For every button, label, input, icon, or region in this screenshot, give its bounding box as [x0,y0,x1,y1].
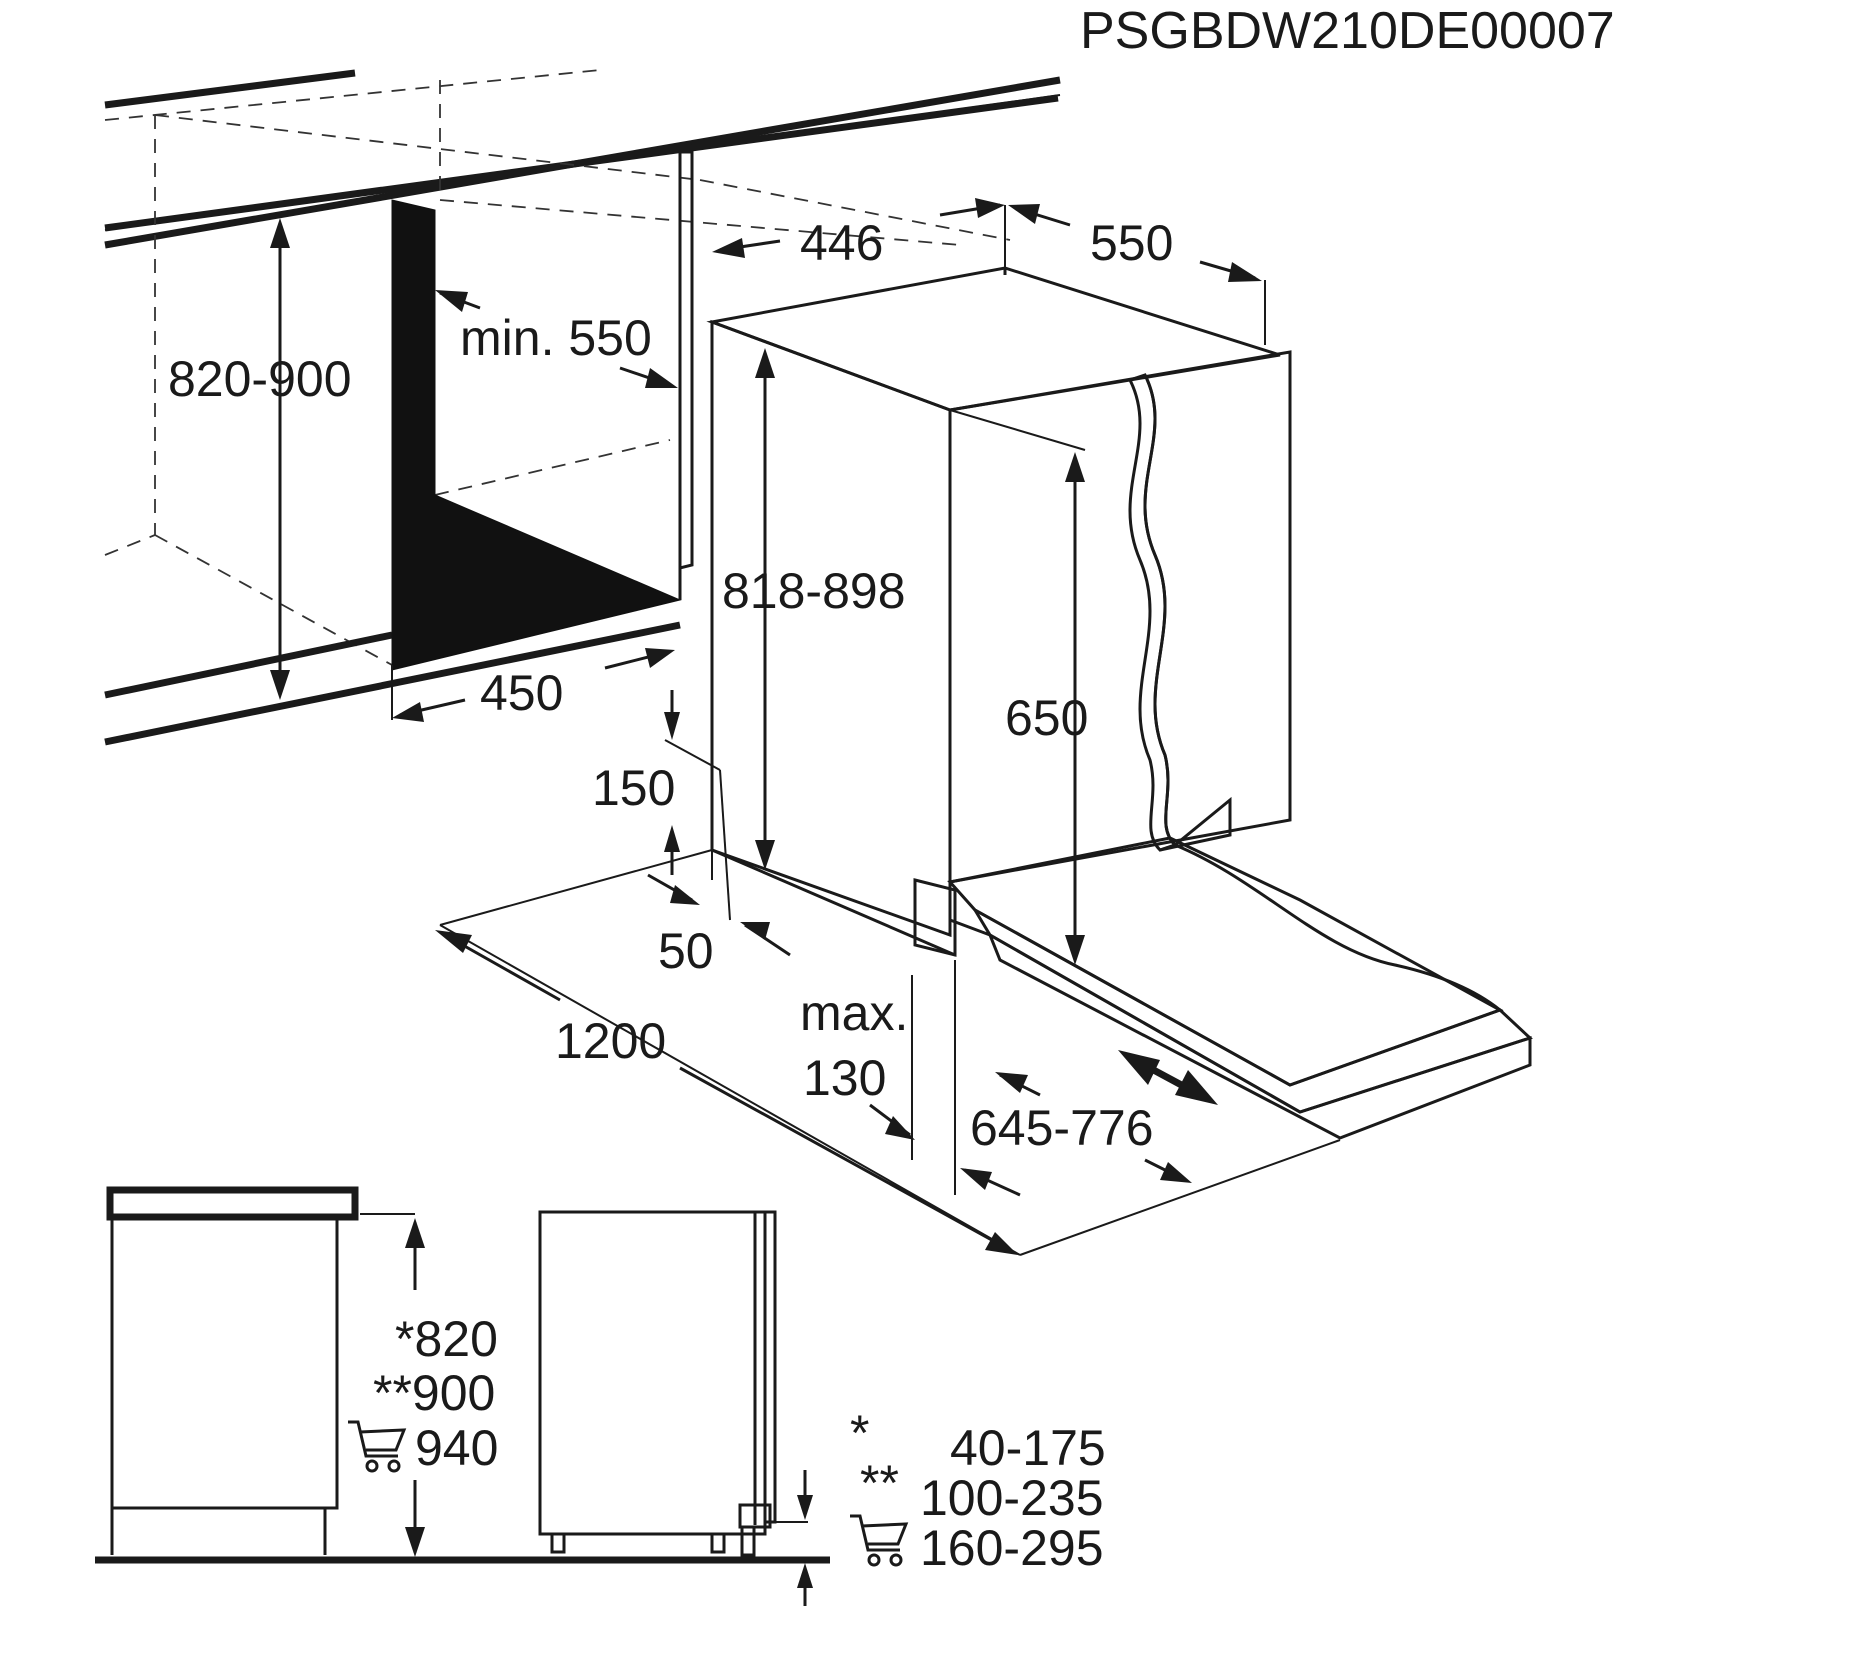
label-plinth-gap: 50 [658,923,714,979]
open-door [947,836,1533,1140]
label-niche-width: 450 [480,665,563,721]
label-open-door-depth: 1200 [555,1013,666,1069]
plinth-range-2: 100-235 [920,1470,1104,1526]
worktop-side-view: *820 **900 940 [95,1186,830,1564]
label-max-value: 130 [803,1050,886,1106]
label-worktop-940: 940 [415,1420,498,1476]
dimension-labels: 446 550 820-900 min. 550 450 818-898 650… [168,215,1173,1156]
document-code: PSGBDW210DE00007 [1080,2,1615,60]
label-worktop-900: **900 [373,1365,495,1421]
label-niche-height: 820-900 [168,351,352,407]
shopping-cart-icon [850,1514,909,1567]
plinth-mark-2: ** [860,1455,899,1511]
plinth-range-legend: * 40-175 ** 100-235 160-295 [850,1405,1106,1576]
label-door-adjust: 645-776 [970,1100,1154,1156]
dimension-arrows [270,198,1262,1255]
label-appliance-height: 818-898 [722,563,906,619]
dishwasher-body [706,266,1292,957]
floor-guides [391,205,1341,1256]
label-plinth-height: 150 [592,760,675,816]
kitchen-niche [104,69,1061,746]
label-worktop-820: *820 [395,1311,498,1367]
plinth-range-3: 160-295 [920,1520,1104,1576]
door-panel [1127,373,1232,852]
label-depth-top: 550 [1090,215,1173,271]
label-door-height: 650 [1005,690,1088,746]
label-max: max. [800,985,908,1041]
label-niche-min-depth: min. 550 [460,310,652,366]
label-width-top: 446 [800,215,883,271]
plinth-mark-1: * [850,1405,869,1461]
plinth-range-1: 40-175 [950,1420,1106,1476]
appliance-side-view [538,1210,813,1606]
shopping-cart-icon [348,1420,407,1473]
